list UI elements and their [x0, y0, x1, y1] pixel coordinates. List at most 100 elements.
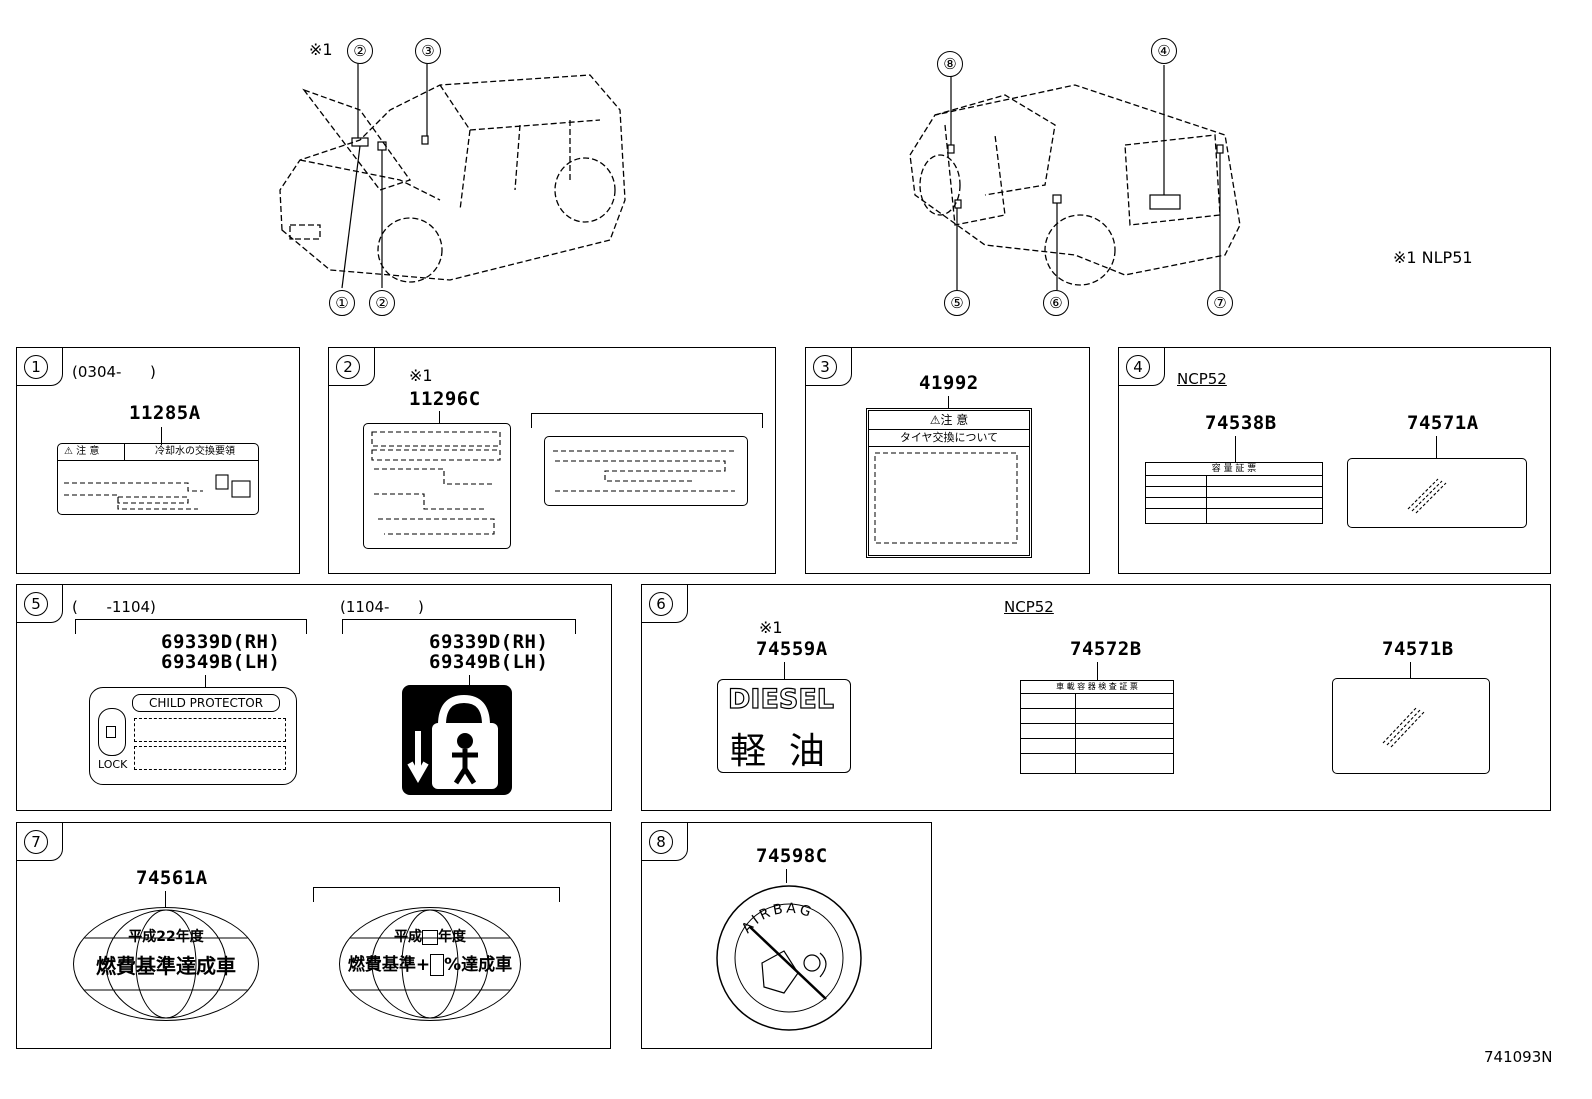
label-caution: ⚠注 意 [869, 411, 1029, 430]
part-69349B-lh-a: 69349B(LH) [161, 651, 281, 673]
panel-7: 7 74561A 平成22年度 燃費基準達成車 平成年度 燃費基準+%達成車 [16, 822, 611, 1049]
front-note-mark: ※1 [309, 40, 333, 59]
label-airbag: AIRBAG [739, 901, 813, 937]
bracket [313, 887, 560, 902]
rear-vehicle-view [909, 65, 1241, 290]
label-child-text: CHILD PROTECTOR [132, 694, 280, 712]
part-74538B: 74538B [1205, 412, 1277, 434]
diagram-id: 741093N [1484, 1048, 1553, 1066]
label-74571B [1332, 678, 1490, 774]
label-header: 車 載 容 器 検 査 証 票 [1021, 681, 1173, 694]
part-69339D-rh-b: 69339D(RH) [429, 631, 549, 653]
panel-1-number: 1 [24, 355, 48, 379]
label-caution: ⚠ 注 意 [58, 444, 125, 460]
panel-8-tab: 8 [641, 822, 688, 861]
label-fuel-economy-b: 平成年度 燃費基準+ %達成車 [339, 907, 521, 1021]
panel-5: 5 ( -1104) (1104- ) 69339D(RH) 69349B(LH… [16, 584, 612, 811]
label-title: 冷却水の交換要領 [155, 446, 235, 457]
panel-6: 6 NCP52 ※1 74559A DIESEL 軽 油 74572B 車 載 … [641, 584, 1551, 811]
airbag-warning-label: AIRBAG [716, 885, 862, 1031]
part-74571B: 74571B [1382, 638, 1454, 660]
leader [948, 396, 949, 408]
panel-4-model: NCP52 [1177, 370, 1227, 388]
part-69339D-rh-a: 69339D(RH) [161, 631, 281, 653]
leader [786, 869, 787, 883]
label-child-protector: CHILD PROTECTOR LOCK [89, 687, 297, 785]
label-header: 容 量 証 票 [1146, 463, 1322, 476]
panel-5-range-b: (1104- ) [340, 598, 424, 616]
leader [1436, 436, 1437, 458]
front-vehicle-view [279, 64, 626, 289]
panel-6-number: 6 [649, 592, 673, 616]
panel-2: 2 ※1 11296C [328, 347, 776, 574]
label-11285A: ⚠ 注 意 冷却水の交換要領 [57, 443, 259, 515]
leader [1235, 436, 1236, 462]
child-lock-pictogram [402, 685, 512, 795]
label-year-post: 年度 [438, 929, 466, 945]
panel-5-number: 5 [24, 592, 48, 616]
panel-7-number: 7 [24, 830, 48, 854]
callout-6: ⑥ [1043, 290, 1069, 316]
panel-7-tab: 7 [16, 822, 63, 861]
label-main-pre: 燃費基準+ [347, 955, 431, 975]
panel-4-tab: 4 [1118, 347, 1165, 386]
label-diesel: DIESEL 軽 油 [717, 679, 851, 773]
part-11285A: 11285A [129, 402, 201, 424]
callout-4: ④ [1151, 38, 1177, 64]
callout-1-bottom: ① [329, 290, 355, 316]
panel-6-note: ※1 [759, 618, 783, 637]
panel-1: 1 (0304- ) 11285A ⚠ 注 意 冷却水の交換要領 [16, 347, 300, 574]
leader [469, 675, 470, 685]
panel-1-range: (0304- ) [72, 363, 156, 381]
callout-2-top: ② [347, 38, 373, 64]
panel-2-note: ※1 [409, 366, 433, 385]
bracket [342, 619, 576, 634]
callout-5: ⑤ [944, 290, 970, 316]
label-title: タイヤ交換について [869, 430, 1029, 447]
leader [439, 411, 440, 423]
part-74598C: 74598C [756, 845, 828, 867]
label-11296C-a [363, 423, 511, 549]
label-year-pre: 平成 [394, 929, 422, 945]
label-11296C-b [544, 436, 748, 506]
leader [205, 675, 206, 687]
panel-4-number: 4 [1126, 355, 1150, 379]
panel-3-tab: 3 [805, 347, 852, 386]
label-lock-text: LOCK [98, 758, 128, 771]
part-74572B: 74572B [1070, 638, 1142, 660]
label-main: 燃費基準達成車 [96, 954, 236, 978]
callout-3-top: ③ [415, 38, 441, 64]
panel-5-tab: 5 [16, 584, 63, 623]
label-body-placeholder [64, 474, 251, 510]
panel-3-number: 3 [813, 355, 837, 379]
panel-5-range-a: ( -1104) [72, 598, 156, 616]
label-main-post: %達成車 [444, 955, 513, 975]
panel-2-number: 2 [336, 355, 360, 379]
label-74571A [1347, 458, 1527, 528]
label-diesel-text: DIESEL [727, 683, 834, 715]
label-fuel-economy-a: 平成22年度 燃費基準達成車 [73, 907, 259, 1021]
svg-text:AIRBAG: AIRBAG [739, 901, 816, 937]
leader [1410, 662, 1411, 678]
part-69349B-lh-b: 69349B(LH) [429, 651, 549, 673]
panel-6-tab: 6 [641, 584, 688, 623]
panel-2-tab: 2 [328, 347, 375, 386]
part-41992: 41992 [919, 372, 979, 394]
panel-4: 4 NCP52 74538B 容 量 証 票 74571A [1118, 347, 1551, 574]
footnote-nlp51: ※1 NLP51 [1393, 248, 1473, 267]
leader [161, 427, 162, 445]
panel-8-number: 8 [649, 830, 673, 854]
panel-3: 3 41992 ⚠注 意 タイヤ交換について [805, 347, 1090, 574]
label-74538B: 容 量 証 票 [1145, 462, 1323, 524]
part-74571A: 74571A [1407, 412, 1479, 434]
part-11296C: 11296C [409, 388, 481, 410]
label-fuel-text: 軽 油 [730, 731, 825, 772]
panel-8: 8 74598C AIRBAG [641, 822, 932, 1049]
label-year: 平成22年度 [128, 929, 204, 945]
callout-8: ⑧ [937, 51, 963, 77]
leader [165, 891, 166, 907]
leader [1097, 662, 1098, 680]
label-74572B: 車 載 容 器 検 査 証 票 [1020, 680, 1174, 774]
panel-6-model: NCP52 [1004, 598, 1054, 616]
part-74559A: 74559A [756, 638, 828, 660]
